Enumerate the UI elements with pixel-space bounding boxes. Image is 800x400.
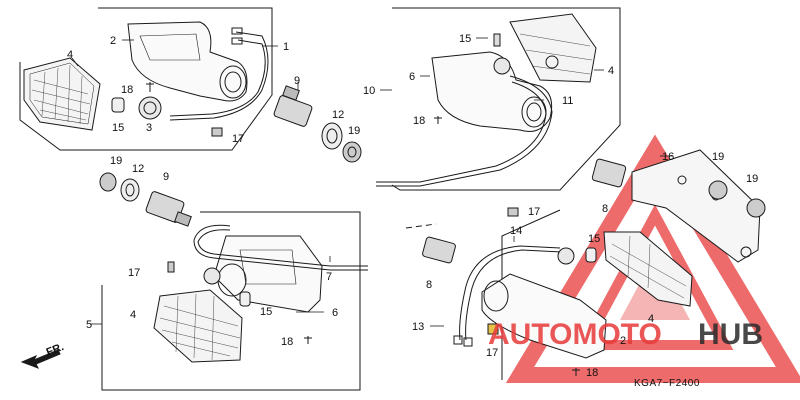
- wire-harness: [376, 75, 553, 187]
- watermark-text: AUTOMOTO HUB: [488, 318, 763, 351]
- callout-9: 9: [294, 75, 300, 87]
- bottom-left-assembly: [20, 172, 368, 391]
- callout-17: 17: [528, 206, 540, 218]
- callout-19: 19: [348, 125, 360, 137]
- relay-part: [422, 236, 456, 264]
- callout-6: 6: [332, 307, 338, 319]
- callout-19: 19: [746, 173, 758, 185]
- callout-16: 16: [662, 151, 674, 163]
- callout-4: 4: [67, 49, 73, 61]
- front-arrow-icon: [20, 349, 61, 369]
- watermark-part2: HUB: [698, 318, 763, 351]
- leader-lines: [71, 37, 672, 327]
- callout-18: 18: [121, 84, 133, 96]
- callout-11: 11: [562, 95, 573, 107]
- front-indicator-label: FR.: [45, 341, 66, 359]
- housing-part: [481, 273, 607, 359]
- callout-1: 1: [283, 41, 289, 53]
- callout-12: 12: [332, 109, 344, 121]
- callout-17: 17: [232, 133, 244, 145]
- diagram-code: KGA7−F2400: [634, 378, 700, 389]
- bracket-part: [631, 149, 761, 263]
- callout-5: 5: [86, 319, 92, 331]
- relay-part: [591, 158, 627, 188]
- callout-18: 18: [413, 115, 425, 127]
- top-right-assembly: [376, 7, 621, 191]
- watermark-part1: AUTOMOTO: [488, 318, 662, 351]
- callout-14: 14: [510, 225, 522, 237]
- relay-part: [273, 95, 313, 127]
- wire-harness: [459, 245, 561, 341]
- callout-17: 17: [128, 267, 140, 279]
- callout-8: 8: [602, 203, 608, 215]
- callout-18: 18: [586, 367, 598, 379]
- socket-part: [138, 96, 162, 120]
- callout-4: 4: [130, 309, 136, 321]
- callout-labels: 1 2 4 18 15 3 17 9 12 19 10 6 15 4 11 18…: [45, 33, 759, 379]
- callout-2: 2: [110, 35, 116, 47]
- top-left-assembly: [19, 7, 362, 163]
- lens-part: [603, 231, 693, 307]
- callout-12: 12: [132, 163, 144, 175]
- callout-19: 19: [712, 151, 724, 163]
- callout-15: 15: [112, 122, 124, 134]
- callout-6: 6: [409, 71, 415, 83]
- lens-part: [509, 13, 597, 83]
- callout-17: 17: [486, 347, 498, 359]
- callout-10: 10: [363, 85, 375, 97]
- callout-18: 18: [281, 336, 293, 348]
- callout-4: 4: [608, 65, 614, 77]
- housing-part: [213, 235, 323, 313]
- callout-15: 15: [459, 33, 471, 45]
- callout-9: 9: [163, 171, 169, 183]
- wire-harness: [193, 224, 368, 271]
- bottom-right-assembly: [405, 149, 766, 380]
- callout-3: 3: [146, 122, 152, 134]
- callout-7: 7: [326, 271, 332, 283]
- callout-8: 8: [426, 279, 432, 291]
- callout-15: 15: [260, 306, 272, 318]
- callout-19: 19: [110, 155, 122, 167]
- callout-4: 4: [648, 313, 654, 325]
- housing-part: [127, 21, 248, 102]
- lens-part: [153, 289, 243, 363]
- callout-13: 13: [412, 321, 424, 333]
- callout-2: 2: [620, 335, 626, 347]
- callout-15: 15: [588, 233, 600, 245]
